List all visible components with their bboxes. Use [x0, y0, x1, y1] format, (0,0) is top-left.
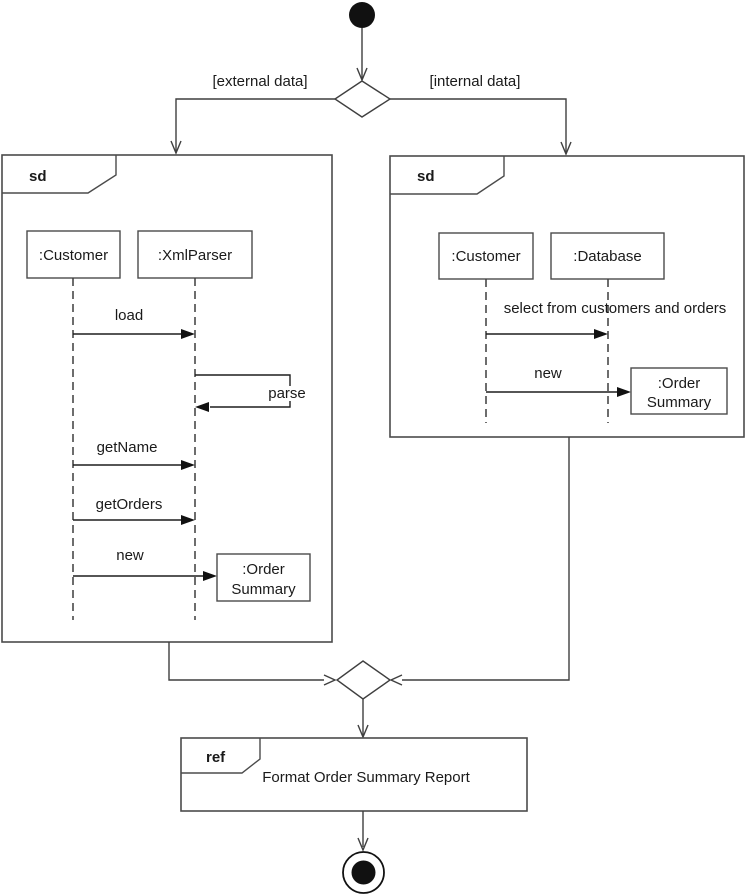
lifeline-label-database: :Database — [573, 248, 641, 265]
order-summary-label-line1: :Order — [242, 561, 285, 578]
final-node — [342, 851, 385, 894]
lifeline-label-customer: :Customer — [451, 248, 520, 265]
message-label-getorders: getOrders — [96, 496, 163, 513]
frame-tab — [390, 156, 505, 195]
arrowhead-right-icon — [203, 571, 217, 581]
ref-frame-label: Format Order Summary Report — [262, 769, 470, 786]
arrowhead-left-icon — [195, 402, 209, 412]
message-label-new: new — [534, 365, 562, 382]
message-label-parse: parse — [268, 385, 306, 402]
order-summary-label-line2: Summary — [647, 394, 712, 411]
arrowhead-down-icon — [560, 141, 572, 156]
sd-frame-internal: sd :Customer :Database select from custo… — [389, 155, 745, 438]
flow-decision-to-left-frame — [175, 98, 335, 151]
message-label-getname: getName — [97, 439, 158, 456]
guard-external-data: [external data] — [212, 73, 307, 90]
arrowhead-down-icon — [356, 67, 368, 82]
order-summary-label-line2: Summary — [231, 581, 296, 598]
frame-tab — [2, 155, 117, 194]
guard-internal-data: [internal data] — [430, 73, 521, 90]
flow-decision-to-right-frame — [390, 98, 567, 152]
arrowhead-right-icon — [181, 329, 195, 339]
parse-label-bg — [263, 386, 311, 401]
frame-tab — [181, 738, 261, 774]
frame-tag-label: sd — [417, 168, 435, 185]
arrowhead-right-icon — [594, 329, 608, 339]
arrowhead-right-icon — [181, 460, 195, 470]
frame-tag-label: sd — [29, 168, 47, 185]
flow-left-frame-to-merge — [168, 642, 324, 681]
lifeline-label-xmlparser: :XmlParser — [158, 247, 232, 264]
flow-right-frame-to-merge — [402, 437, 570, 681]
arrowhead-right-icon — [323, 674, 337, 686]
lifeline-head-customer — [26, 230, 121, 279]
initial-node — [349, 2, 375, 28]
sd-frame-external: sd :Customer :XmlParser load parse getNa… — [1, 154, 333, 643]
decision-diamond — [333, 80, 392, 118]
frame-tag-label: ref — [206, 749, 226, 766]
lifeline-head-customer — [438, 232, 534, 280]
lifeline-label-customer: :Customer — [39, 247, 108, 264]
order-summary-box — [216, 553, 311, 602]
message-label-new: new — [116, 547, 144, 564]
frame-border — [180, 737, 528, 812]
ref-frame: ref Format Order Summary Report — [180, 737, 528, 812]
final-node-core — [351, 860, 376, 885]
order-summary-label-line1: :Order — [658, 375, 701, 392]
arrowhead-down-icon — [357, 724, 369, 739]
arrowhead-right-icon — [181, 515, 195, 525]
order-summary-box — [630, 367, 728, 415]
arrowhead-down-icon — [170, 140, 182, 155]
arrowhead-right-icon — [617, 387, 631, 397]
arrowhead-down-icon — [357, 837, 369, 852]
message-label-select: select from customers and orders — [504, 300, 727, 317]
message-label-load: load — [115, 307, 143, 324]
